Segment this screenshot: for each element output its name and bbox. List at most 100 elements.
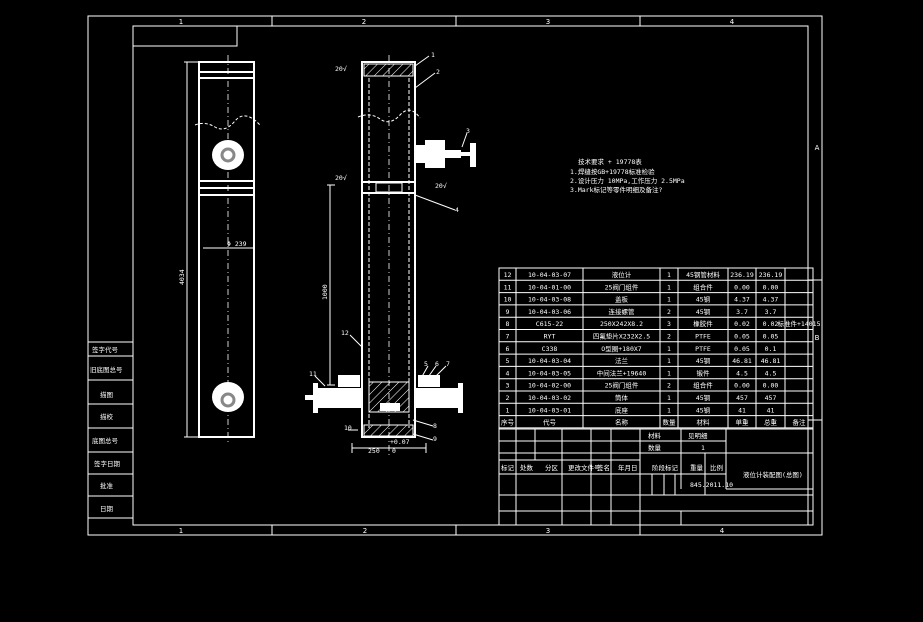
technical-notes: 技术要求 + 19778表 1.焊缝按GB+19778标准检验 2.设计压力 1… xyxy=(570,157,685,194)
bom-header-cell: 总重 xyxy=(764,418,778,427)
quantity-value: 1 xyxy=(701,444,705,452)
bom-header-cell: 序号 xyxy=(501,418,515,427)
bom-cell: 4.5 xyxy=(736,369,748,377)
bom-cell: 0.1 xyxy=(765,345,777,353)
bom-cell: 0.00 xyxy=(734,382,750,390)
bom-cell: O型圈+180X7 xyxy=(601,344,641,353)
bom-cell: 橡胶件 xyxy=(693,319,713,328)
sig-label: 年月日 xyxy=(618,463,638,472)
bom-cell: 236.19 xyxy=(759,271,783,279)
bom-header-cell: 名称 xyxy=(615,418,629,427)
bom-cell: 盖板 xyxy=(615,295,629,304)
bom-cell: 四氟垫片X232X2.5 xyxy=(593,332,650,341)
sig-label: 标记 xyxy=(501,463,515,472)
bom-cell: C338 xyxy=(542,345,558,353)
balloon-11: 11 xyxy=(309,370,317,378)
bom-cell: 250X242X8.2 xyxy=(600,320,643,328)
material-value: 见明细 xyxy=(688,431,708,440)
bom-cell: 10-04-03-07 xyxy=(528,271,571,279)
zone-top-2: 2 xyxy=(362,18,366,26)
left-block-label: 签字代号 xyxy=(92,345,119,354)
bom-cell: 41 xyxy=(767,406,775,414)
bom-cell: 1 xyxy=(667,271,671,279)
zone-side-b: B xyxy=(815,334,820,342)
bom-cell: 1 xyxy=(667,394,671,402)
bom-cell: 3 xyxy=(667,320,671,328)
dim-bottom: 250 xyxy=(368,447,380,455)
balloon-4: 4 xyxy=(455,206,459,214)
left-signature-block: 签字代号 旧底图总号 描图 描校 底图总号 签字日期 批准 日期 xyxy=(88,341,133,519)
bom-cell: 连接螺管 xyxy=(609,307,636,316)
bom-cell: 457 xyxy=(765,394,777,402)
zone-top-1: 1 xyxy=(179,18,183,26)
bom-cell: 10 xyxy=(504,296,512,304)
inner-frame xyxy=(132,25,809,526)
bom-cell: 2 xyxy=(667,308,671,316)
zone-ticks xyxy=(271,16,822,535)
bom-cell: 1 xyxy=(667,345,671,353)
scale-label: 比例 xyxy=(710,463,723,472)
bom-cell: 中间法兰+19640 xyxy=(597,368,647,377)
zone-bottom-1: 1 xyxy=(179,527,183,535)
bom-cell: 1 xyxy=(667,406,671,414)
sig-label: 签名 xyxy=(597,463,610,472)
bom-cell: 0.00 xyxy=(763,382,779,390)
bom-cell: 10-04-03-02 xyxy=(528,394,571,402)
bom-cell: 标准件+14015 xyxy=(778,319,821,328)
side-dim-height: 4034 xyxy=(178,269,186,285)
bom-cell: 236.19 xyxy=(730,271,754,279)
drawing-name: 液位计装配图(总图) xyxy=(743,470,803,479)
bom-cell: 10-04-03-06 xyxy=(528,308,571,316)
bom-cell: 组合件 xyxy=(693,381,713,390)
balloon-7: 7 xyxy=(446,360,450,368)
bom-cell: 45钢 xyxy=(696,308,711,316)
bom-cell: 45钢 xyxy=(696,357,711,365)
sig-label: 分区 xyxy=(545,463,559,472)
note-line: 2.设计压力 10MPa,工作压力 2.5MPa xyxy=(570,176,685,185)
bom-cell: 0.02 xyxy=(763,320,779,328)
quantity-label: 数量 xyxy=(648,443,662,452)
bom-cell: 1 xyxy=(506,406,510,414)
bom-cell: RYT xyxy=(544,333,556,341)
balloon-1: 1 xyxy=(431,51,435,59)
note-line: 3.Mark标记等零件明细及备注? xyxy=(570,185,662,194)
bom-cell: 1 xyxy=(667,369,671,377)
bom-cell: 9 xyxy=(506,308,510,316)
bom-cell: 46.81 xyxy=(732,357,752,365)
corner-box xyxy=(133,26,238,47)
bom-cell: 10-04-03-04 xyxy=(528,357,571,365)
left-block-label: 批准 xyxy=(100,481,114,490)
sig-label: 更改文件号 xyxy=(568,463,601,472)
balloon-3: 3 xyxy=(466,127,470,135)
bom-cell: 45钢管材料 xyxy=(686,270,720,279)
bom-cell: 46.81 xyxy=(761,357,781,365)
left-block-label: 底图总号 xyxy=(92,436,119,445)
stage-label: 阶段标记 xyxy=(652,463,679,472)
bom-cell: 0.02 xyxy=(734,320,750,328)
zone-side-a: A xyxy=(815,144,820,152)
bom-cell: 25阀门组件 xyxy=(605,282,639,291)
zone-bottom-2: 2 xyxy=(363,527,367,535)
bom-cell: 5 xyxy=(506,357,510,365)
bom-cell: 10-04-01-00 xyxy=(528,283,571,291)
bom-cell: 457 xyxy=(736,394,748,402)
zone-bottom-4: 4 xyxy=(720,527,725,535)
bom-cell: 1 xyxy=(667,296,671,304)
bom-cell: 41 xyxy=(738,406,746,414)
bom-header-cell: 材料 xyxy=(697,418,711,427)
zone-top-4: 4 xyxy=(730,18,735,26)
balloon-9: 9 xyxy=(433,435,437,443)
bom-cell: 11 xyxy=(504,283,512,291)
outer-border xyxy=(87,15,823,536)
bom-cell: PTFE xyxy=(695,345,711,353)
bom-cell: 0.00 xyxy=(734,283,750,291)
balloon-10: 10 xyxy=(344,424,352,432)
side-view: 4034 Φ 239 xyxy=(178,55,261,445)
bom-cell: 4 xyxy=(506,369,510,377)
bom-header-cell: 备注 xyxy=(793,418,807,427)
left-block-label: 描图 xyxy=(100,390,113,399)
bom-cell: 2 xyxy=(506,394,510,402)
roughness-mark: 20√ xyxy=(435,182,447,190)
bom-cell: 4.37 xyxy=(734,296,750,304)
